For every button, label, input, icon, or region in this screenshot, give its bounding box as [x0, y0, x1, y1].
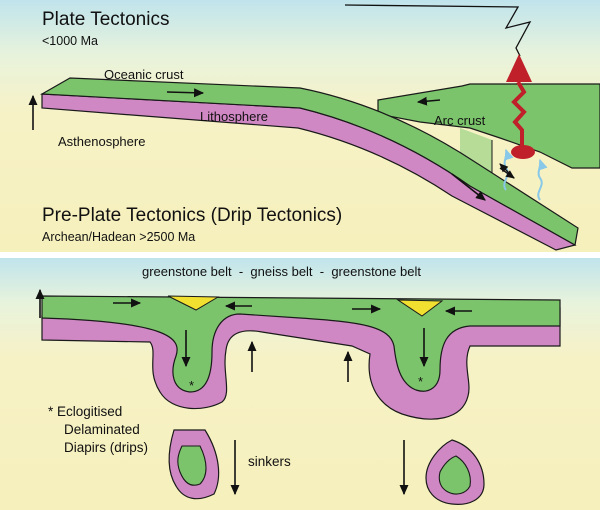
arc-crust-label: Arc crust [434, 113, 486, 128]
note-line-3: Diapirs (drips) [64, 440, 148, 455]
top-subtitle: <1000 Ma [42, 34, 98, 48]
sinker-1-inner [177, 445, 207, 486]
greenstone-crust [41, 295, 561, 393]
magma-conduit [511, 80, 527, 148]
oceanic-crust-label: Oceanic crust [104, 67, 184, 82]
plate-motion-arrow [166, 88, 205, 98]
bottom-title: Pre-Plate Tectonics (Drip Tectonics) [42, 205, 342, 226]
asthenosphere-label: Asthenosphere [58, 134, 145, 149]
bottom-subtitle: Archean/Hadean >2500 Ma [42, 230, 195, 244]
slab-pull-arrow [451, 173, 486, 201]
wedge-flow-arrow-2 [499, 163, 515, 179]
top-panel: Plate Tectonics <1000 Ma Oceanic crust L… [0, 0, 600, 252]
lithosphere-label: Lithosphere [200, 109, 268, 124]
oceanic-crust-slab [39, 77, 579, 246]
panel-divider [0, 252, 600, 258]
top-title: Plate Tectonics [42, 9, 169, 30]
gneiss-wedge-2 [396, 299, 444, 317]
volcano-arrowhead [506, 54, 532, 82]
note-line-2: Delaminated [64, 422, 140, 437]
bottom-panel: greenstone belt - gneiss belt - greensto… [0, 258, 600, 510]
arc-crust-plate [377, 83, 600, 169]
drip-asterisk-1: * [189, 378, 194, 393]
fluid-arrow-2 [537, 158, 548, 201]
sinkers-label: sinkers [248, 454, 291, 469]
gneiss-wedge-1 [167, 295, 220, 311]
arc-motion-arrow [416, 96, 441, 106]
seismic-trace [344, 4, 532, 57]
note-line-1: * Eclogitised [48, 404, 122, 419]
belt-labels: greenstone belt - gneiss belt - greensto… [142, 264, 421, 279]
drip-asterisk-2: * [418, 374, 423, 389]
magma-chamber [511, 145, 535, 159]
sinker-2-inner [438, 455, 471, 495]
